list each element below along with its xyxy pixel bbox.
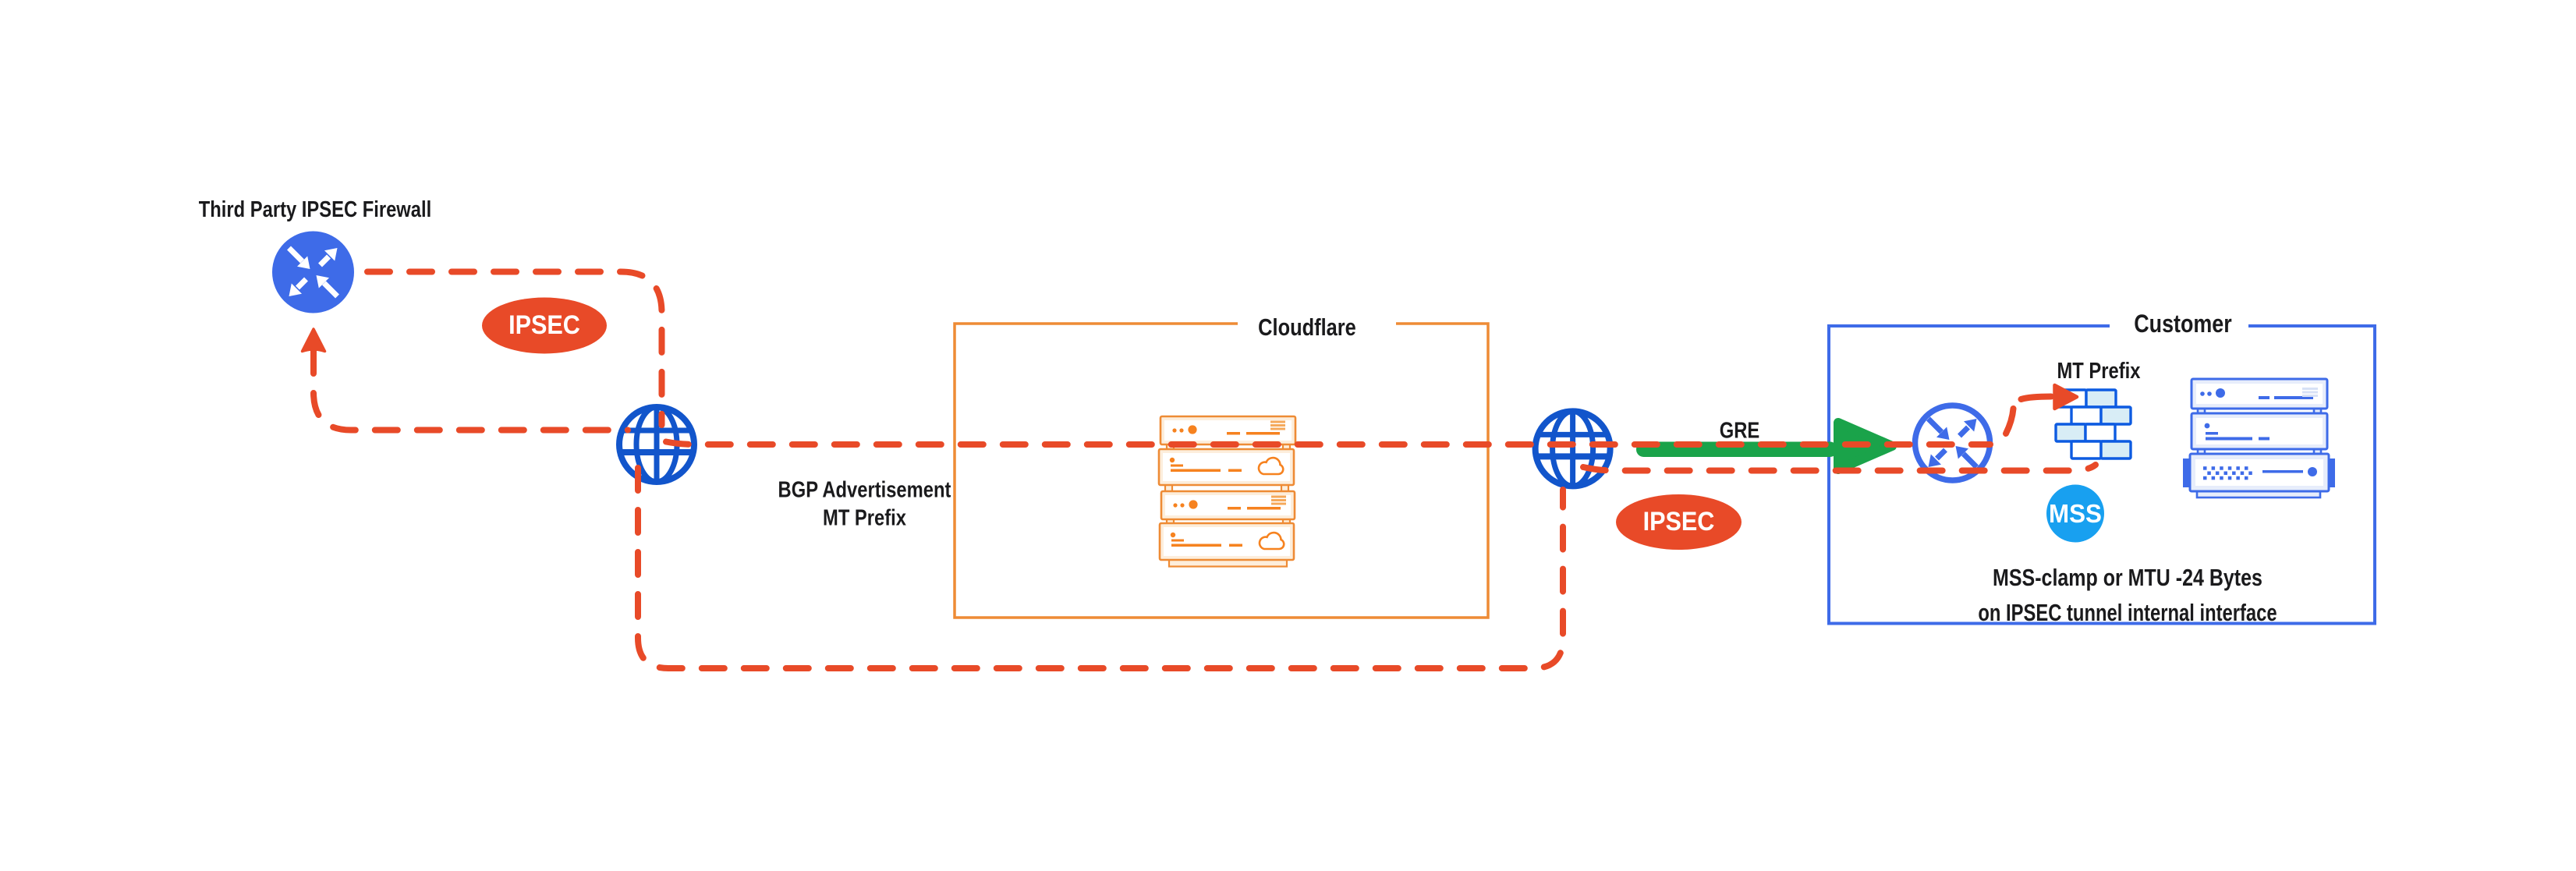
svg-text:MT Prefix: MT Prefix: [823, 505, 906, 530]
svg-text:on IPSEC tunnel internal inter: on IPSEC tunnel internal interface: [1978, 599, 2277, 626]
svg-text:BGP Advertisement: BGP Advertisement: [778, 476, 951, 502]
svg-text:IPSEC: IPSEC: [1643, 507, 1715, 536]
svg-text:GRE: GRE: [1720, 417, 1760, 443]
svg-text:MT Prefix: MT Prefix: [2057, 358, 2141, 384]
svg-text:Cloudflare: Cloudflare: [1258, 314, 1356, 342]
svg-text:Third Party IPSEC Firewall: Third Party IPSEC Firewall: [199, 197, 431, 222]
svg-text:IPSEC: IPSEC: [508, 310, 580, 340]
svg-text:Customer: Customer: [2134, 310, 2232, 338]
svg-text:MSS: MSS: [2049, 499, 2102, 528]
svg-text:MSS-clamp or MTU -24 Bytes: MSS-clamp or MTU -24 Bytes: [1993, 565, 2262, 591]
